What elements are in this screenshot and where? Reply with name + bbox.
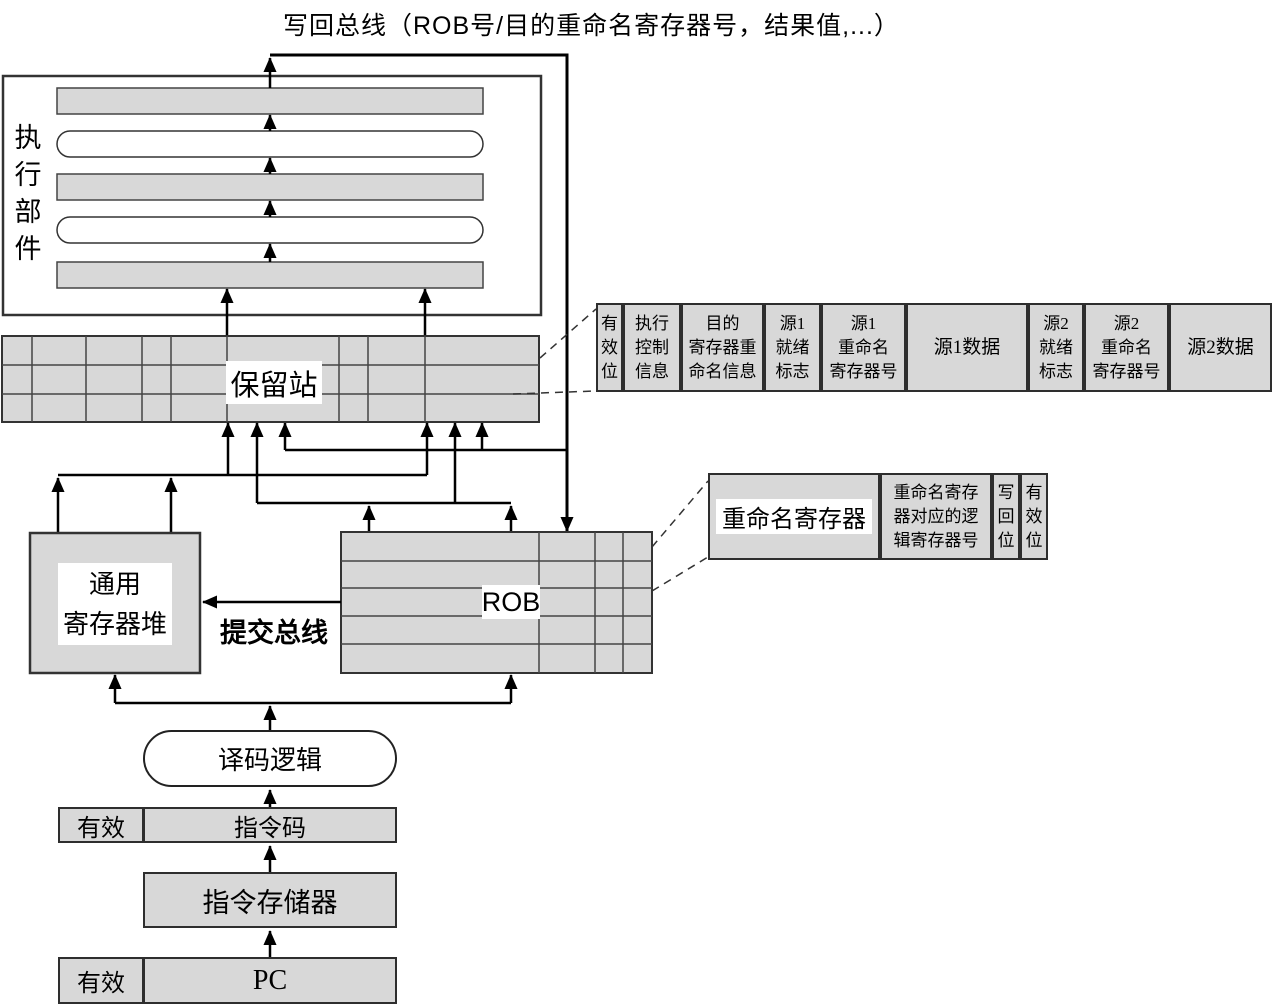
diagram-title: 写回总线（ROB号/目的重命名寄存器号，结果值,...） [283,12,900,40]
rename-field-writeback-bit: 写 回 位 [992,473,1020,560]
instruction-memory-block: 指令存储器 [143,872,397,928]
rs-field-src1-ready: 源1 就绪 标志 [764,303,821,392]
pc-valid-cell: 有效 [58,957,144,1004]
rs-field-valid-bit: 有 效 位 [596,303,623,392]
rs-field-src2-data: 源2数据 [1169,303,1272,392]
rob-forward-lines [250,422,518,532]
rename-field-logical-reg: 重命名寄存 器对应的逻 辑寄存器号 [880,473,992,560]
rename-register-label: 重命名寄存器 [716,499,872,534]
rs-field-src2-ready: 源2 就绪 标志 [1028,303,1084,392]
execution-unit-label: 执行部件 [14,123,42,264]
rs-field-src2-rename-reg: 源2 重命名 寄存器号 [1084,303,1169,392]
rs-field-exec-control: 执行 控制 信息 [623,303,681,392]
instruction-code-cell: 指令码 [143,807,397,843]
pc-cell: PC [143,957,397,1004]
reservation-station-label: 保留站 [226,361,322,404]
rob-label: ROB [482,585,540,619]
rs-field-src1-data: 源1数据 [906,303,1028,392]
execution-unit-box [1,74,543,317]
regfile-read-lines [51,422,434,533]
decode-logic-block: 译码逻辑 [143,730,397,787]
execution-unit-arrows [220,57,432,336]
commit-bus-label: 提交总线 [220,617,328,648]
rs-field-dest-rename: 目的 寄存器重 命名信息 [681,303,764,392]
rename-field-valid-bit: 有 效 位 [1020,473,1048,560]
instruction-valid-cell: 有效 [58,807,144,843]
detail-connectors-dashed [512,308,709,592]
rs-field-src1-rename-reg: 源1 重命名 寄存器号 [821,303,906,392]
register-file-label: 通用 寄存器堆 [58,563,172,645]
decode-distribution-lines [108,674,518,730]
